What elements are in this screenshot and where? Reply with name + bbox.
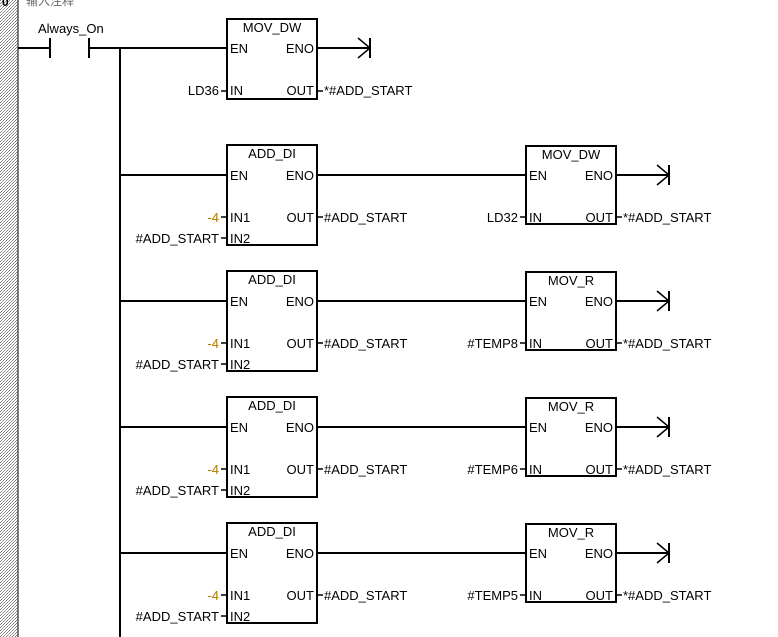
pin-eno: ENO — [585, 168, 613, 183]
pin-in: IN — [529, 462, 542, 477]
operand-out[interactable]: *#ADD_START — [623, 210, 711, 225]
operand-in[interactable]: #TEMP5 — [467, 588, 518, 603]
pin-out: OUT — [586, 588, 614, 603]
block-title: ADD_DI — [248, 524, 296, 539]
operand-in[interactable]: LD32 — [487, 210, 518, 225]
block-title: ADD_DI — [248, 146, 296, 161]
operand-in[interactable]: #TEMP8 — [467, 336, 518, 351]
block-title: MOV_R — [548, 525, 594, 540]
operand-out[interactable]: *#ADD_START — [623, 462, 711, 477]
contact-label: Always_On — [38, 21, 104, 36]
operand-out[interactable]: *#ADD_START — [324, 83, 412, 98]
pin-in1: IN1 — [230, 588, 250, 603]
rung-0: MOV_DW EN ENO IN OUT LD36 *#ADD_START — [188, 18, 412, 100]
operand-in2[interactable]: #ADD_START — [136, 483, 219, 498]
pin-in: IN — [529, 336, 542, 351]
network-comment[interactable]: 输入注释 — [26, 0, 74, 8]
pin-out: OUT — [287, 83, 315, 98]
pin-in1: IN1 — [230, 336, 250, 351]
operand-in1[interactable]: -4 — [207, 588, 219, 603]
pin-eno: ENO — [585, 546, 613, 561]
operand-out[interactable]: #ADD_START — [324, 462, 407, 477]
operand-in[interactable]: #TEMP6 — [467, 462, 518, 477]
pin-en: EN — [529, 294, 547, 309]
pin-eno: ENO — [286, 420, 314, 435]
pin-eno: ENO — [286, 41, 314, 56]
pin-in2: IN2 — [230, 483, 250, 498]
add-di-block[interactable] — [226, 144, 318, 246]
add-di-block[interactable] — [226, 396, 318, 498]
pin-en: EN — [230, 41, 248, 56]
power-rail — [0, 0, 18, 637]
pin-in: IN — [230, 83, 243, 98]
block-title: MOV_R — [548, 273, 594, 288]
pin-in: IN — [529, 210, 542, 225]
add-di-block[interactable] — [226, 270, 318, 372]
operand-out[interactable]: #ADD_START — [324, 336, 407, 351]
pin-en: EN — [230, 168, 248, 183]
block-title: MOV_DW — [243, 20, 302, 35]
pin-out: OUT — [287, 336, 315, 351]
operand-in2[interactable]: #ADD_START — [136, 231, 219, 246]
pin-eno: ENO — [286, 546, 314, 561]
pin-in1: IN1 — [230, 210, 250, 225]
pin-out: OUT — [586, 210, 614, 225]
mov-dw-block[interactable] — [525, 145, 617, 225]
operand-out[interactable]: *#ADD_START — [623, 588, 711, 603]
mov-r-block[interactable] — [525, 271, 617, 351]
operand-out[interactable]: #ADD_START — [324, 588, 407, 603]
mov-dw-block[interactable] — [226, 18, 318, 100]
operand-in1[interactable]: -4 — [207, 336, 219, 351]
operand-in1[interactable]: -4 — [207, 462, 219, 477]
pin-eno: ENO — [585, 420, 613, 435]
pin-eno: ENO — [286, 168, 314, 183]
pin-eno: ENO — [286, 294, 314, 309]
pin-en: EN — [529, 168, 547, 183]
pin-in2: IN2 — [230, 357, 250, 372]
network-number: 0 — [2, 0, 9, 9]
operand-out[interactable]: *#ADD_START — [623, 336, 711, 351]
pin-out: OUT — [287, 210, 315, 225]
mov-r-block[interactable] — [525, 523, 617, 603]
pin-en: EN — [529, 420, 547, 435]
pin-in: IN — [529, 588, 542, 603]
pin-out: OUT — [586, 462, 614, 477]
add-di-block[interactable] — [226, 522, 318, 624]
pin-en: EN — [230, 294, 248, 309]
pin-in2: IN2 — [230, 609, 250, 624]
pin-out: OUT — [287, 462, 315, 477]
operand-out[interactable]: #ADD_START — [324, 210, 407, 225]
block-title: MOV_DW — [542, 147, 601, 162]
block-title: ADD_DI — [248, 398, 296, 413]
always-on-contact[interactable]: Always_On — [18, 21, 227, 58]
pin-en: EN — [529, 546, 547, 561]
operand-in[interactable]: LD36 — [188, 83, 219, 98]
pin-in1: IN1 — [230, 462, 250, 477]
operand-in1[interactable]: -4 — [207, 210, 219, 225]
pin-out: OUT — [586, 336, 614, 351]
pin-out: OUT — [287, 588, 315, 603]
operand-in2[interactable]: #ADD_START — [136, 609, 219, 624]
block-title: MOV_R — [548, 399, 594, 414]
pin-eno: ENO — [585, 294, 613, 309]
pin-en: EN — [230, 546, 248, 561]
operand-in2[interactable]: #ADD_START — [136, 357, 219, 372]
pin-en: EN — [230, 420, 248, 435]
block-title: ADD_DI — [248, 272, 296, 287]
pin-in2: IN2 — [230, 231, 250, 246]
mov-r-block[interactable] — [525, 397, 617, 477]
